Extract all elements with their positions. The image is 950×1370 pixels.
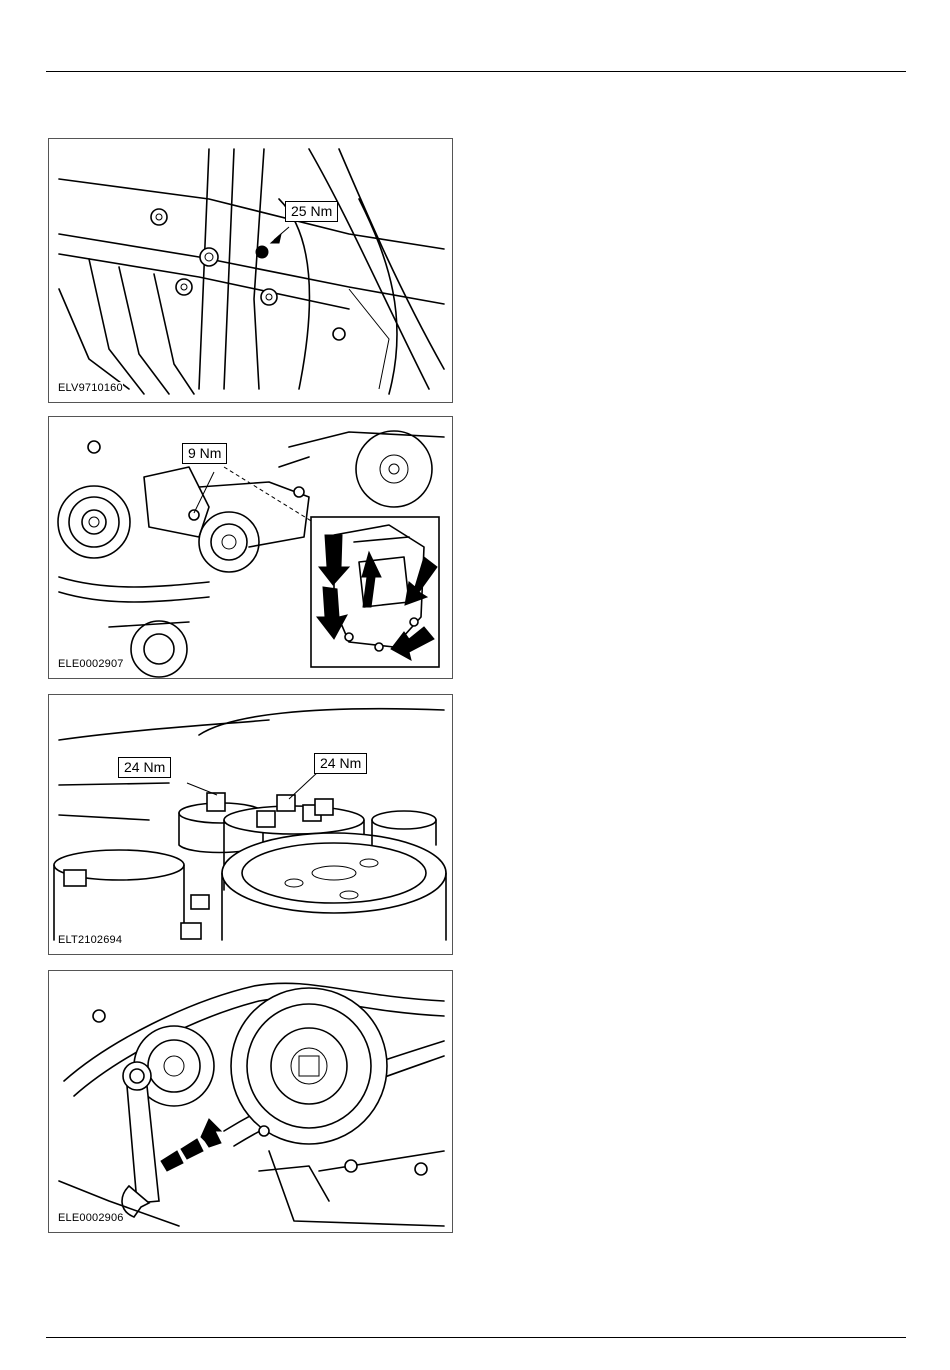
figure-1: 25 Nm ELV9710160 [48,138,453,403]
torque-label: 24 Nm [118,757,171,778]
figure-3: 24 Nm 24 Nm ELT2102694 [48,694,453,955]
figure-2-illustration [49,417,452,678]
torque-label: 24 Nm [314,753,367,774]
figure-id: ELE0002907 [58,658,124,670]
figure-id: ELV9710160 [58,382,123,394]
figure-2: 9 Nm ELE0002907 [48,416,453,679]
torque-label: 25 Nm [285,201,338,222]
torque-label: 9 Nm [182,443,227,464]
figure-id: ELT2102694 [58,934,122,946]
header-rule [46,71,906,72]
figure-4-illustration [49,971,452,1232]
figure-id: ELE0002906 [58,1212,124,1224]
figure-3-illustration [49,695,452,954]
footer-rule [46,1337,906,1338]
figure-4: ELE0002906 [48,970,453,1233]
figure-1-illustration [49,139,452,402]
